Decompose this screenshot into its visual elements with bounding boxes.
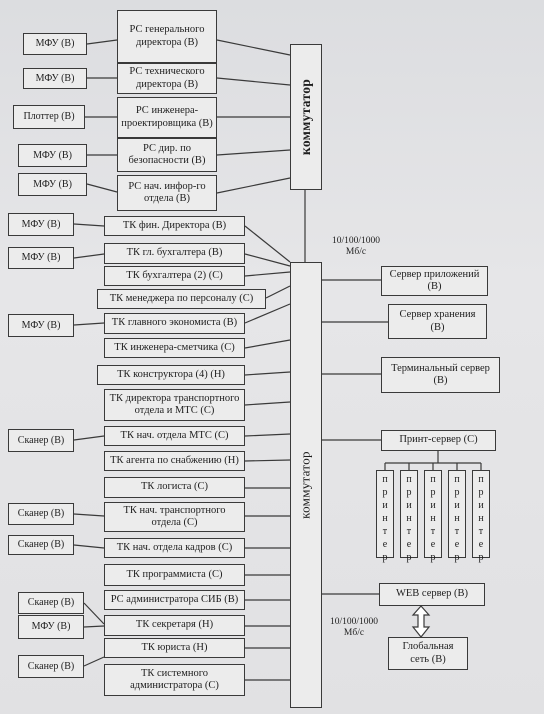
peripheral-mfu-7: МФУ (В) — [8, 314, 74, 337]
peripheral-mfu-2: МФУ (В) — [23, 68, 87, 89]
workstation-sib-admin: РС администратора СИБ (В) — [104, 590, 245, 610]
tk-logistician: ТК логиста (С) — [104, 477, 245, 498]
server-terminal: Терминальный сервер (В) — [381, 357, 500, 393]
peripheral-mfu-5: МФУ (В) — [8, 213, 74, 236]
tk-accountant: ТК бухгалтера (2) (С) — [104, 266, 245, 286]
workstation-general-director: РС генерального директора (В) — [117, 10, 217, 63]
tk-lawyer: ТК юриста (Н) — [104, 638, 245, 658]
peripheral-scanner-4: Сканер (В) — [18, 592, 84, 614]
tk-chief-economist: ТК главного экономиста (В) — [104, 313, 245, 334]
tk-hr-manager: ТК менеджера по персоналу (С) — [97, 289, 266, 309]
switch-main: коммутатор — [290, 262, 322, 708]
tk-chief-accountant: ТК гл. бухгалтера (В) — [104, 243, 245, 264]
tk-designer: ТК конструктора (4) (Н) — [97, 365, 245, 385]
peripheral-mfu-6: МФУ (В) — [8, 247, 74, 269]
switch-top: коммутатор — [290, 44, 322, 190]
speed-label-top: 10/100/1000 Мб/с — [331, 236, 381, 257]
peripheral-mfu-4: МФУ (В) — [18, 173, 87, 196]
peripheral-mfu-1: МФУ (В) — [23, 33, 87, 55]
tk-transport-director: ТК директора транспортного отдела и МТС … — [104, 389, 245, 421]
tk-finance-director: ТК фин. Директора (В) — [104, 216, 245, 236]
peripheral-scanner-3: Сканер (В) — [8, 535, 74, 555]
tk-transport-head: ТК нач. транспортного отдела (С) — [104, 502, 245, 532]
workstation-it-head: РС нач. инфор-го отдела (В) — [117, 175, 217, 211]
speed-label-bottom: 10/100/1000 Мб/с — [329, 617, 379, 638]
peripheral-scanner-1: Сканер (В) — [8, 429, 74, 452]
server-applications: Сервер приложений (В) — [381, 266, 488, 296]
tk-secretary: ТК секретаря (Н) — [104, 615, 245, 636]
peripheral-scanner-2: Сканер (В) — [8, 503, 74, 525]
workstation-security-director: РС дир. по безопасности (В) — [117, 138, 217, 172]
workstation-design-engineer: РС инженера-проектировщика (В) — [117, 97, 217, 138]
peripheral-scanner-5: Сканер (В) — [18, 655, 84, 678]
tk-cost-engineer: ТК инженера-сметчика (С) — [104, 338, 245, 358]
peripheral-mfu-8: МФУ (В) — [18, 615, 84, 639]
global-network: Глобальная сеть (В) — [388, 637, 468, 670]
tk-hr-head: ТК нач. отдела кадров (С) — [104, 538, 245, 558]
workstation-technical-director: РС технического директора (В) — [117, 63, 217, 94]
tk-programmer: ТК программиста (С) — [104, 564, 245, 586]
server-storage: Сервер хранения (В) — [388, 304, 487, 339]
peripheral-mfu-3: МФУ (В) — [18, 144, 87, 167]
tk-mts-head: ТК нач. отдела МТС (С) — [104, 426, 245, 446]
server-web: WEB сервер (В) — [379, 583, 485, 606]
tk-system-admin: ТК системного администратора (С) — [104, 664, 245, 696]
peripheral-plotter: Плоттер (В) — [13, 105, 85, 129]
server-print: Принт-сервер (С) — [381, 430, 496, 451]
tk-supply-agent: ТК агента по снабжению (Н) — [104, 451, 245, 471]
